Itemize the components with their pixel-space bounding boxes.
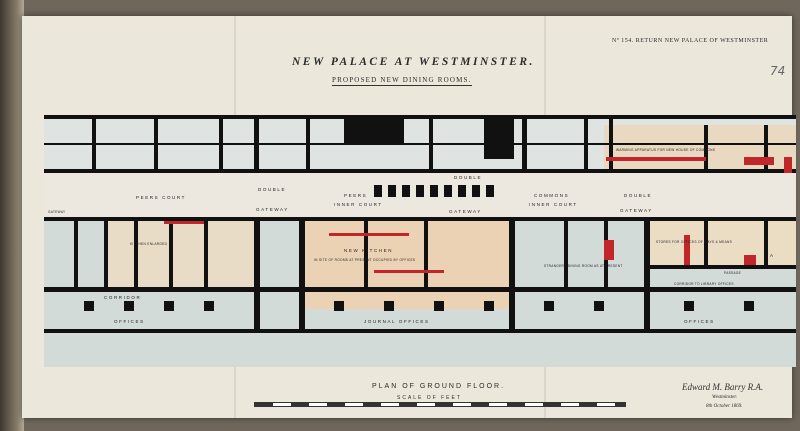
label-offices: OFFICES (114, 319, 145, 324)
architect-signature: Edward M. Barry R.A. (682, 382, 764, 392)
label-peers-inner-court: PEERS (344, 193, 367, 198)
label-corridor-library: CORRIDOR TO LIBRARY OFFICES (674, 282, 734, 286)
scale-label: SCALE OF FEET (397, 395, 462, 401)
label-strangers-dining: STRANGERS DINING ROOM AS AT PRESENT (544, 264, 623, 268)
label-double-gateway-right: DOUBLE (624, 193, 652, 198)
new-wall (329, 233, 409, 236)
kitchen-zone (104, 219, 254, 289)
sheet-reference: Nº 154. RETURN NEW PALACE OF WESTMINSTER (612, 38, 769, 44)
label-double-gateway-left: DOUBLE (258, 187, 286, 192)
offices-zone (644, 219, 796, 269)
ground-floor-plan: PEERS COURT DOUBLE GATEWAY PEERS INNER C… (44, 115, 796, 367)
label-commons-inner-court: COMMONS (534, 193, 569, 198)
label-store-offices: STORES FOR OFFICES OF WAYS & MEANS (656, 240, 732, 244)
label-double-gateway-center: GATEWAY (449, 209, 482, 214)
place: Westminster. (712, 395, 737, 400)
scale-bar (254, 402, 626, 407)
new-wall (606, 157, 706, 161)
label-peers-court: PEERS COURT (136, 195, 186, 200)
label-new-kitchen: NEW KITCHEN (344, 248, 393, 253)
label-marker-a: A (770, 253, 775, 258)
page-number: 74 (770, 64, 786, 78)
label-kitchen-enlarged: KITCHEN ENLARGED (130, 242, 168, 246)
date: 8th October 1869. (706, 404, 743, 409)
sheet-title: NEW PALACE AT WESTMINSTER. (292, 56, 535, 68)
new-wall (374, 270, 444, 273)
label-double-gateway-right: GATEWAY (620, 208, 653, 213)
new-dining-zone (299, 219, 509, 309)
label-offices: OFFICES (684, 319, 715, 324)
plan-title: PLAN OF GROUND FLOOR. (372, 383, 506, 390)
plan-sheet: NEW PALACE AT WESTMINSTER. PROPOSED NEW … (22, 16, 796, 418)
sheet-subtitle: PROPOSED NEW DINING ROOMS. (332, 76, 472, 86)
new-wall (744, 157, 774, 165)
new-wall (784, 157, 792, 173)
label-corridor: CORRIDOR (104, 295, 141, 300)
new-wall (604, 240, 614, 260)
new-wall (684, 235, 690, 265)
label-peers-inner-court: INNER COURT (334, 202, 383, 207)
label-gateway: GATEWAY (48, 210, 66, 214)
label-warming-apparatus: WARMING APPARATUS FOR NEW HOUSE OF COMMO… (616, 148, 715, 152)
book-binding (0, 0, 24, 431)
label-kitchen-note: IN SITE OF ROOMS AT PRESENT OCCUPIED BY … (314, 258, 415, 262)
label-commons-inner-court: INNER COURT (529, 202, 578, 207)
label-passage: PASSAGE (724, 271, 741, 275)
label-double-gateway-left: GATEWAY (256, 207, 289, 212)
label-journal-offices: JOURNAL OFFICES (364, 319, 430, 324)
new-wall (744, 255, 756, 265)
new-wall (164, 221, 204, 224)
label-double-gateway-center: DOUBLE (454, 175, 482, 180)
